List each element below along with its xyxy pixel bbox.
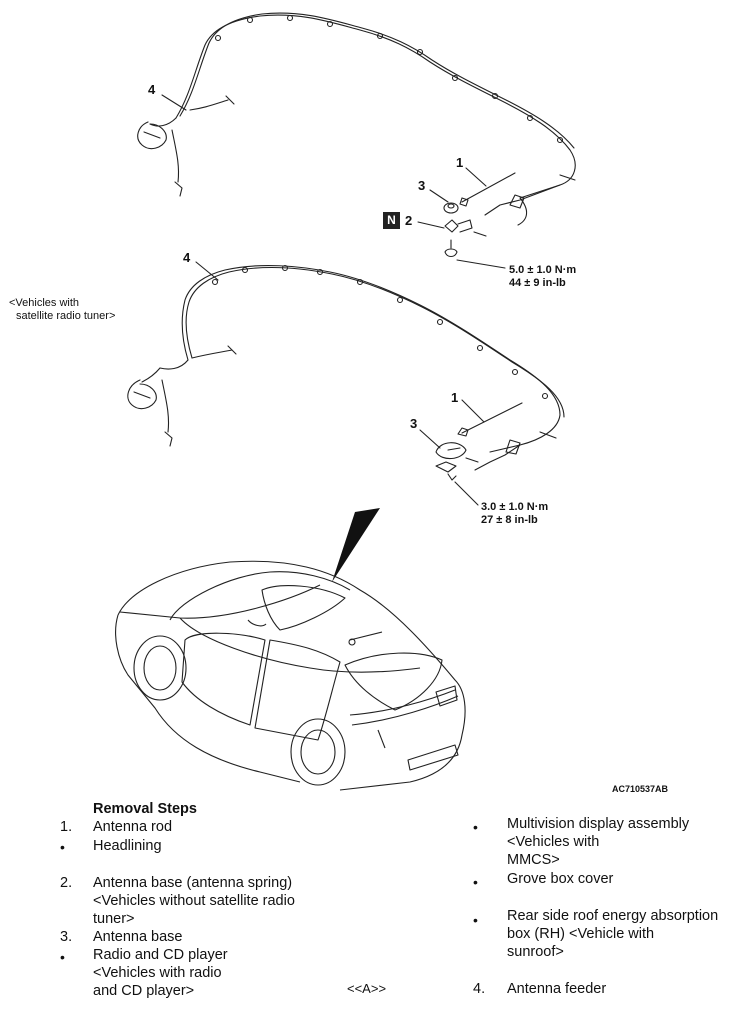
step-1-text: Antenna rod [93, 819, 173, 835]
leader-mid-4 [195, 261, 219, 281]
callout-1-mid: 1 [451, 390, 459, 405]
step-headlining-text: Headlining [93, 838, 162, 854]
figure-code: AC710537AB [612, 784, 669, 794]
leader-mid-3 [419, 429, 441, 449]
leader-top-4 [161, 94, 187, 111]
step-headlining-bullet: • [60, 839, 65, 855]
leader-mid-1 [461, 399, 485, 423]
leader-top-torque [456, 259, 506, 269]
step-energy-absorption-bullet: • [473, 912, 478, 928]
antenna-feeder-top-illustration [137, 12, 576, 258]
leader-top-1 [465, 167, 487, 187]
torque-mid-imperial: 27 ± 8 in-lb [481, 514, 538, 526]
callout-2-top: 2 [405, 213, 413, 228]
step-multivision-bullet: • [473, 819, 478, 835]
callout-3-top: 3 [418, 178, 426, 193]
removal-steps-title: Removal Steps [93, 801, 197, 817]
step-3-marker: 3. [60, 929, 73, 945]
torque-mid-metric: 3.0 ± 1.0 N·m [481, 501, 549, 513]
leader-top-3 [429, 189, 449, 203]
step-4-text: Antenna feeder [507, 981, 607, 997]
pointer-arrow [332, 508, 380, 582]
step-multivision-line1: Multivision display assembly [507, 816, 690, 832]
step-multivision-line2: <Vehicles with [507, 834, 600, 850]
step-2-text-line1: Antenna base (antenna spring) [93, 875, 293, 891]
step-radio-bullet: • [60, 949, 65, 965]
service-ref-a: <<A>> [347, 981, 387, 996]
step-4-marker: 4. [473, 981, 486, 997]
step-2-marker: 2. [60, 875, 73, 891]
callout-3-mid: 3 [410, 416, 418, 431]
new-part-badge: N [383, 212, 400, 229]
step-2-text-line3: tuner> [93, 911, 135, 927]
callout-4-mid: 4 [183, 250, 191, 265]
step-multivision-line3: MMCS> [507, 852, 560, 868]
variant-note-line2: satellite radio tuner> [16, 310, 116, 322]
step-3-text: Antenna base [93, 929, 183, 945]
step-energy-absorption-line3: sunroof> [507, 944, 564, 960]
torque-spec-mid: 3.0 ± 1.0 N·m 27 ± 8 in-lb [481, 501, 548, 527]
step-radio-text-line3: and CD player> [93, 983, 195, 999]
torque-top-imperial: 44 ± 9 in-lb [509, 277, 566, 289]
torque-spec-top: 5.0 ± 1.0 N·m 44 ± 9 in-lb [509, 264, 576, 290]
step-radio-text-line2: <Vehicles with radio [93, 965, 222, 981]
antenna-feeder-mid-illustration [127, 264, 565, 481]
torque-top-metric: 5.0 ± 1.0 N·m [509, 264, 577, 276]
step-energy-absorption-line1: Rear side roof energy absorption [507, 908, 719, 924]
step-2-text-line2: <Vehicles without satellite radio [93, 893, 295, 909]
callout-4-top: 4 [148, 82, 156, 97]
antenna-exploded-diagram [115, 12, 576, 791]
step-grove-box-text: Grove box cover [507, 871, 614, 887]
leader-top-2 [417, 221, 445, 229]
step-energy-absorption-line2: box (RH) <Vehicle with [507, 926, 655, 942]
callout-1-top: 1 [456, 155, 464, 170]
vehicle-illustration [115, 560, 466, 791]
variant-note-line1: <Vehicles with [9, 297, 80, 309]
leader-mid-torque [454, 481, 479, 506]
step-grove-box-bullet: • [473, 874, 478, 890]
step-1-marker: 1. [60, 819, 73, 835]
step-radio-text-line1: Radio and CD player [93, 947, 228, 963]
variant-note: <Vehicles with satellite radio tuner> [9, 297, 115, 323]
